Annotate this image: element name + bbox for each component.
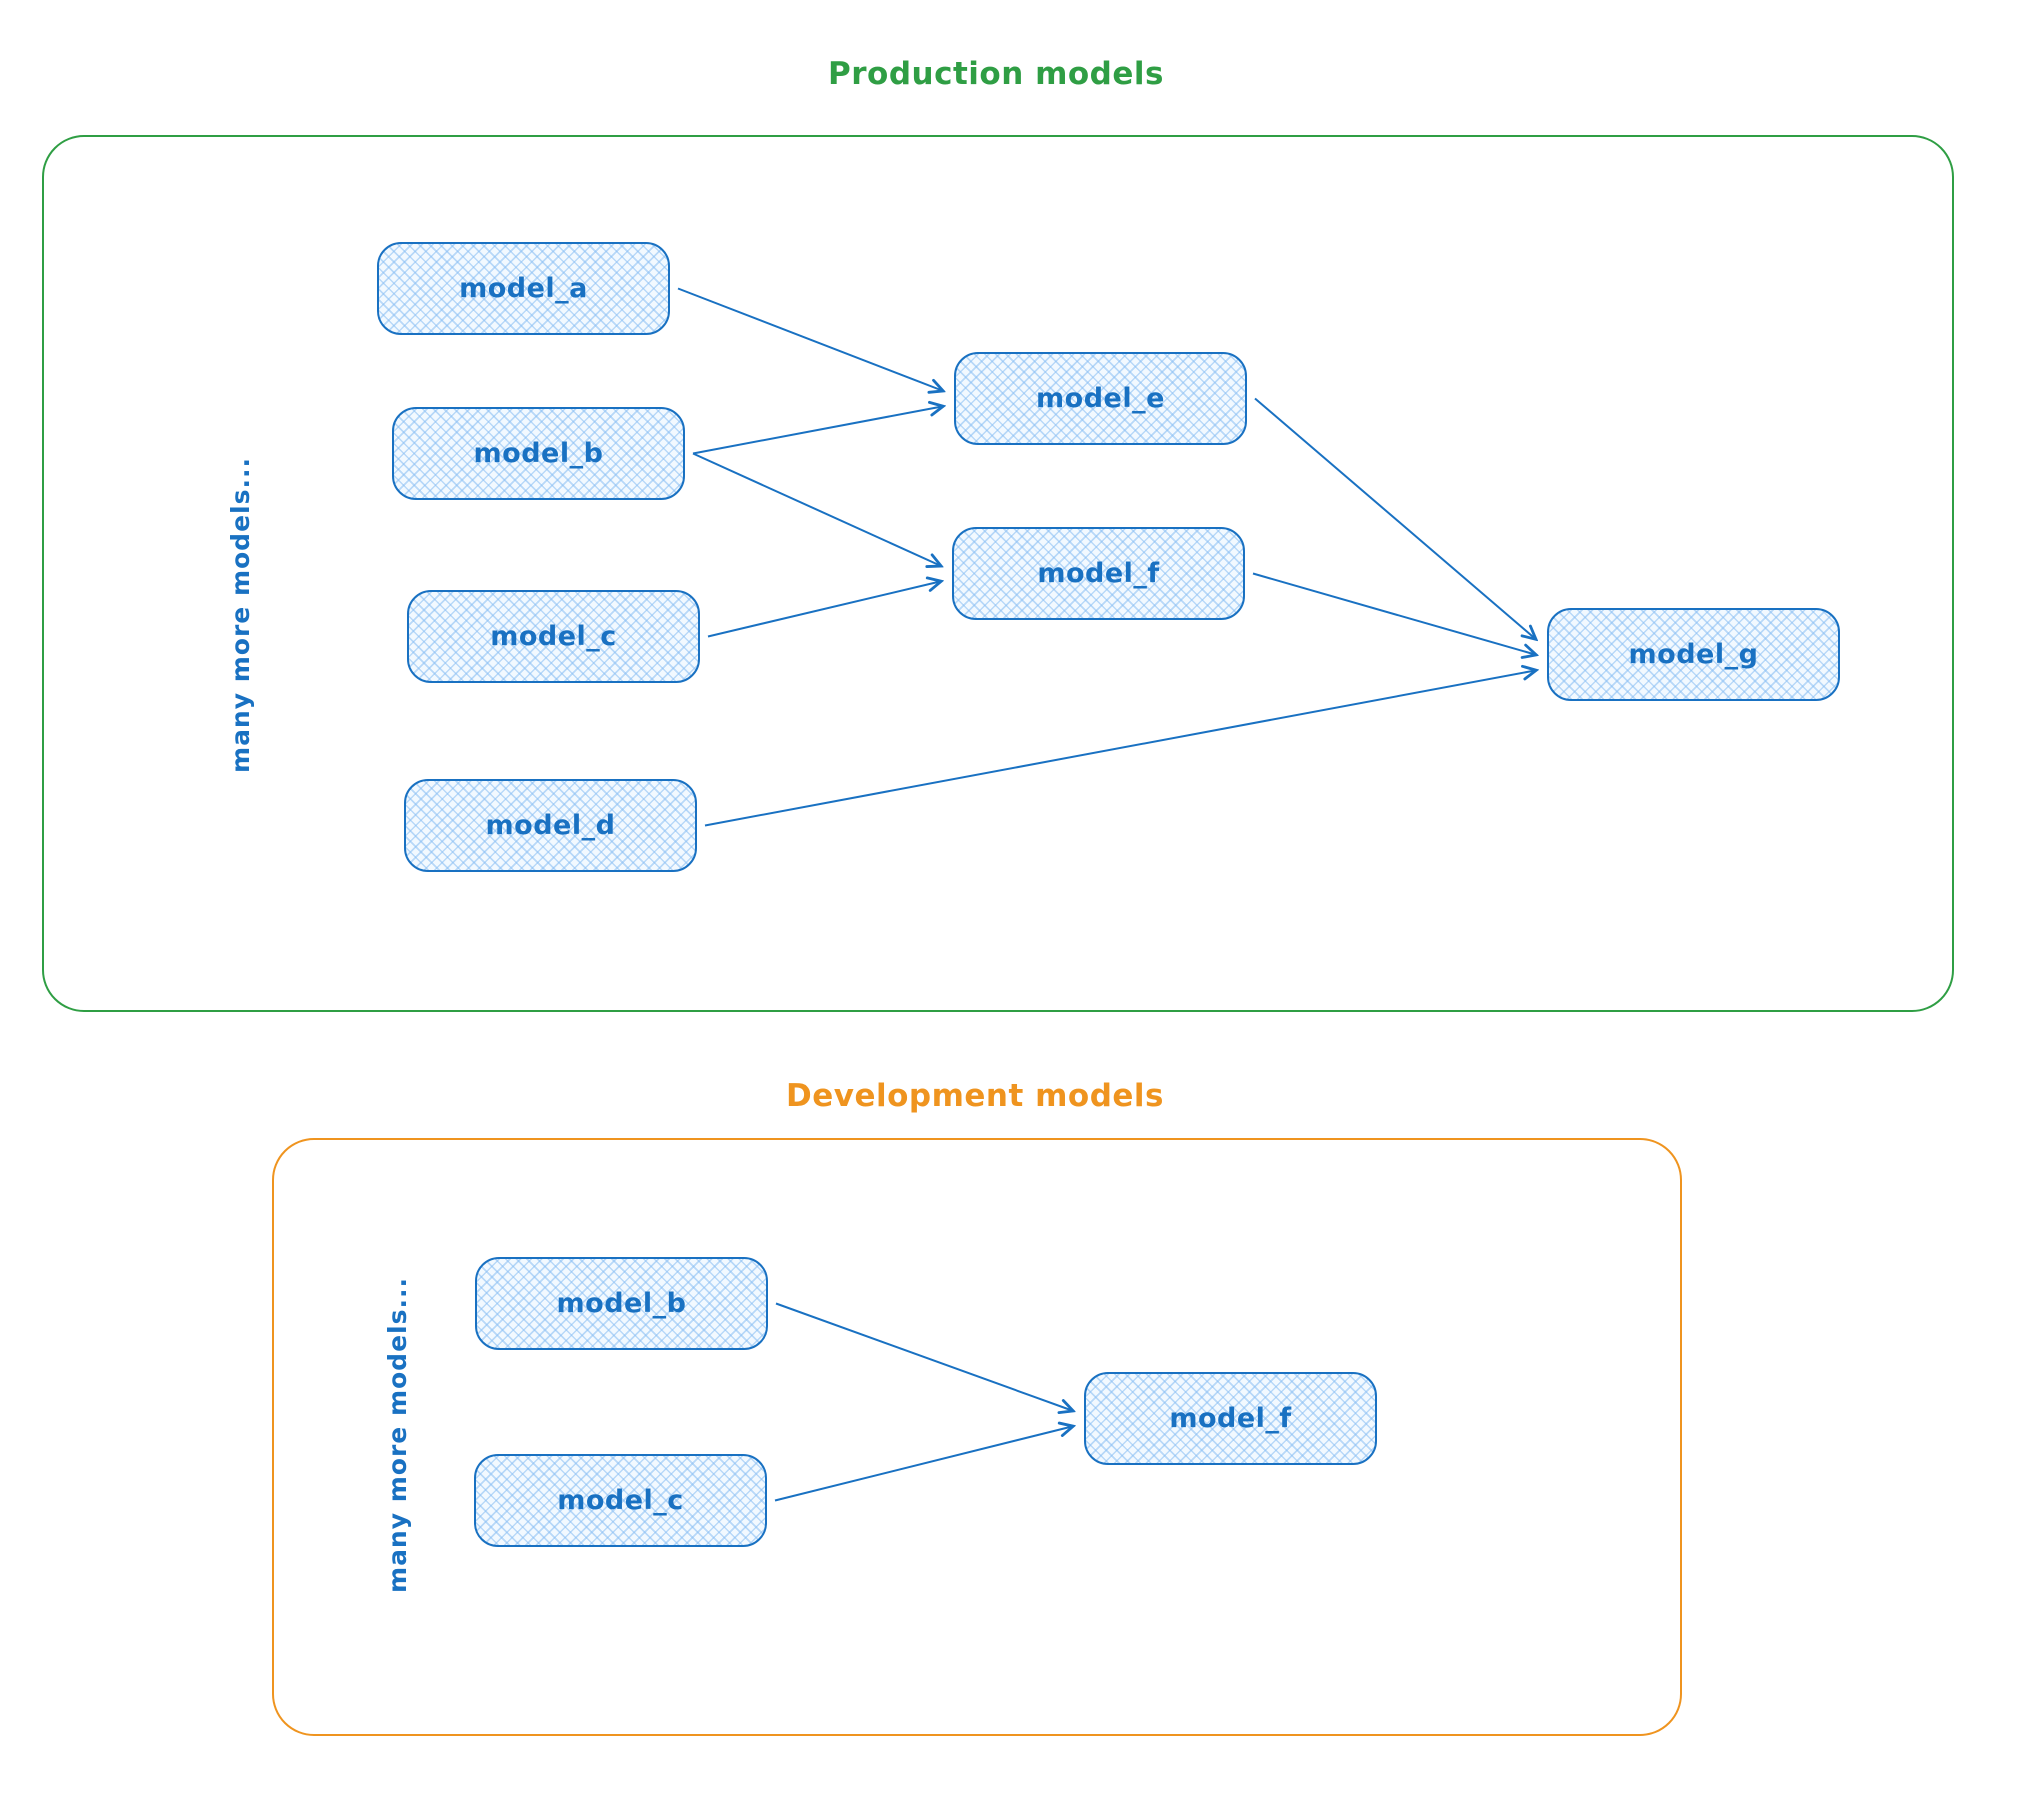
node-model-d: model_d	[404, 779, 697, 872]
node-model-e: model_e	[954, 352, 1247, 445]
production-title: Production models	[828, 56, 1164, 92]
development-title: Development models	[785, 1078, 1164, 1114]
node-label-model-b: model_b	[473, 438, 604, 469]
node-label-model-f: model_f	[1037, 558, 1160, 589]
node-model-b: model_b	[392, 407, 685, 500]
development-edges-layer	[774, 1302, 1680, 1502]
node-label-model-g: model_g	[1628, 639, 1759, 670]
node-model-c: model_c	[407, 590, 700, 683]
production-side-label: many more models...	[226, 457, 255, 773]
node-model-f: model_f	[952, 527, 1245, 620]
node-label-model-a: model_a	[459, 273, 588, 304]
node-model-f-dev: model_f	[1084, 1372, 1377, 1465]
development-panel: many more models... model_b model_c mode…	[272, 1138, 1682, 1736]
node-label-model-e: model_e	[1036, 383, 1165, 414]
node-model-g: model_g	[1547, 608, 1840, 701]
node-label-model-c-dev: model_c	[557, 1485, 684, 1516]
node-label-model-f-dev: model_f	[1169, 1403, 1292, 1434]
node-label-model-b-dev: model_b	[556, 1288, 687, 1319]
node-model-c-dev: model_c	[474, 1454, 767, 1547]
node-model-b-dev: model_b	[475, 1257, 768, 1350]
production-panel: many more models... model_a model_b mode…	[42, 135, 1954, 1012]
node-model-a: model_a	[377, 242, 670, 335]
node-label-model-c: model_c	[490, 621, 617, 652]
node-label-model-d: model_d	[485, 810, 616, 841]
development-side-label: many more models...	[383, 1277, 412, 1593]
